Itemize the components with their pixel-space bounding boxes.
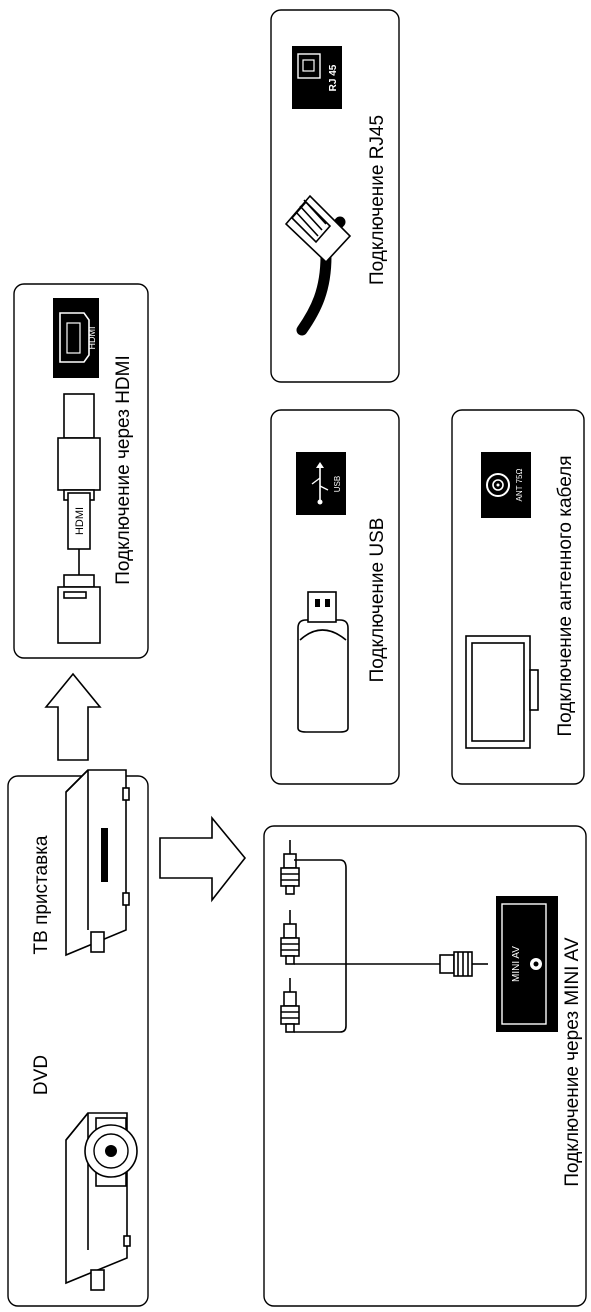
usb-port-label: USB [333,476,342,492]
antenna-port-label: ANT 75Ω [515,469,524,502]
arrow-right-icon [159,815,247,903]
usb-flash-drive-icon [297,591,349,733]
hdmi-cable-label: HDMI [74,507,86,535]
hdmi-port-label: HDMI [87,327,97,350]
hdmi-cable-icon: HDMI [57,393,101,644]
tv-monitor-icon [465,635,539,749]
arrow-up-icon [44,672,102,761]
rj45-cable-icon [284,194,352,336]
hdmi-connection-label: Подключение через HDMI [113,355,134,584]
mini-av-port-label: MINI AV [511,946,522,982]
dvd-label: DVD [31,1055,52,1095]
antenna-port-icon: ANT 75Ω [481,452,531,518]
mini-av-connection-label: Подключение через MINI AV [562,937,583,1187]
tv-box-icon [65,769,130,957]
rj45-connection-label: Подключение RJ45 [367,115,388,285]
tv-box-label: ТВ приставка [31,835,52,954]
dvd-player-icon [65,1112,138,1291]
mini-av-port-icon: MINI AV [496,896,558,1032]
hdmi-port-icon: HDMI [53,298,99,378]
rca-cable-icon [280,840,488,1033]
rj45-port-icon: RJ 45 [292,46,342,109]
rj45-port-label: RJ 45 [328,64,339,91]
usb-port-icon: USB [296,452,346,515]
usb-connection-label: Подключение USB [367,518,388,683]
antenna-connection-label: Подключение антенного кабеля [555,455,576,736]
